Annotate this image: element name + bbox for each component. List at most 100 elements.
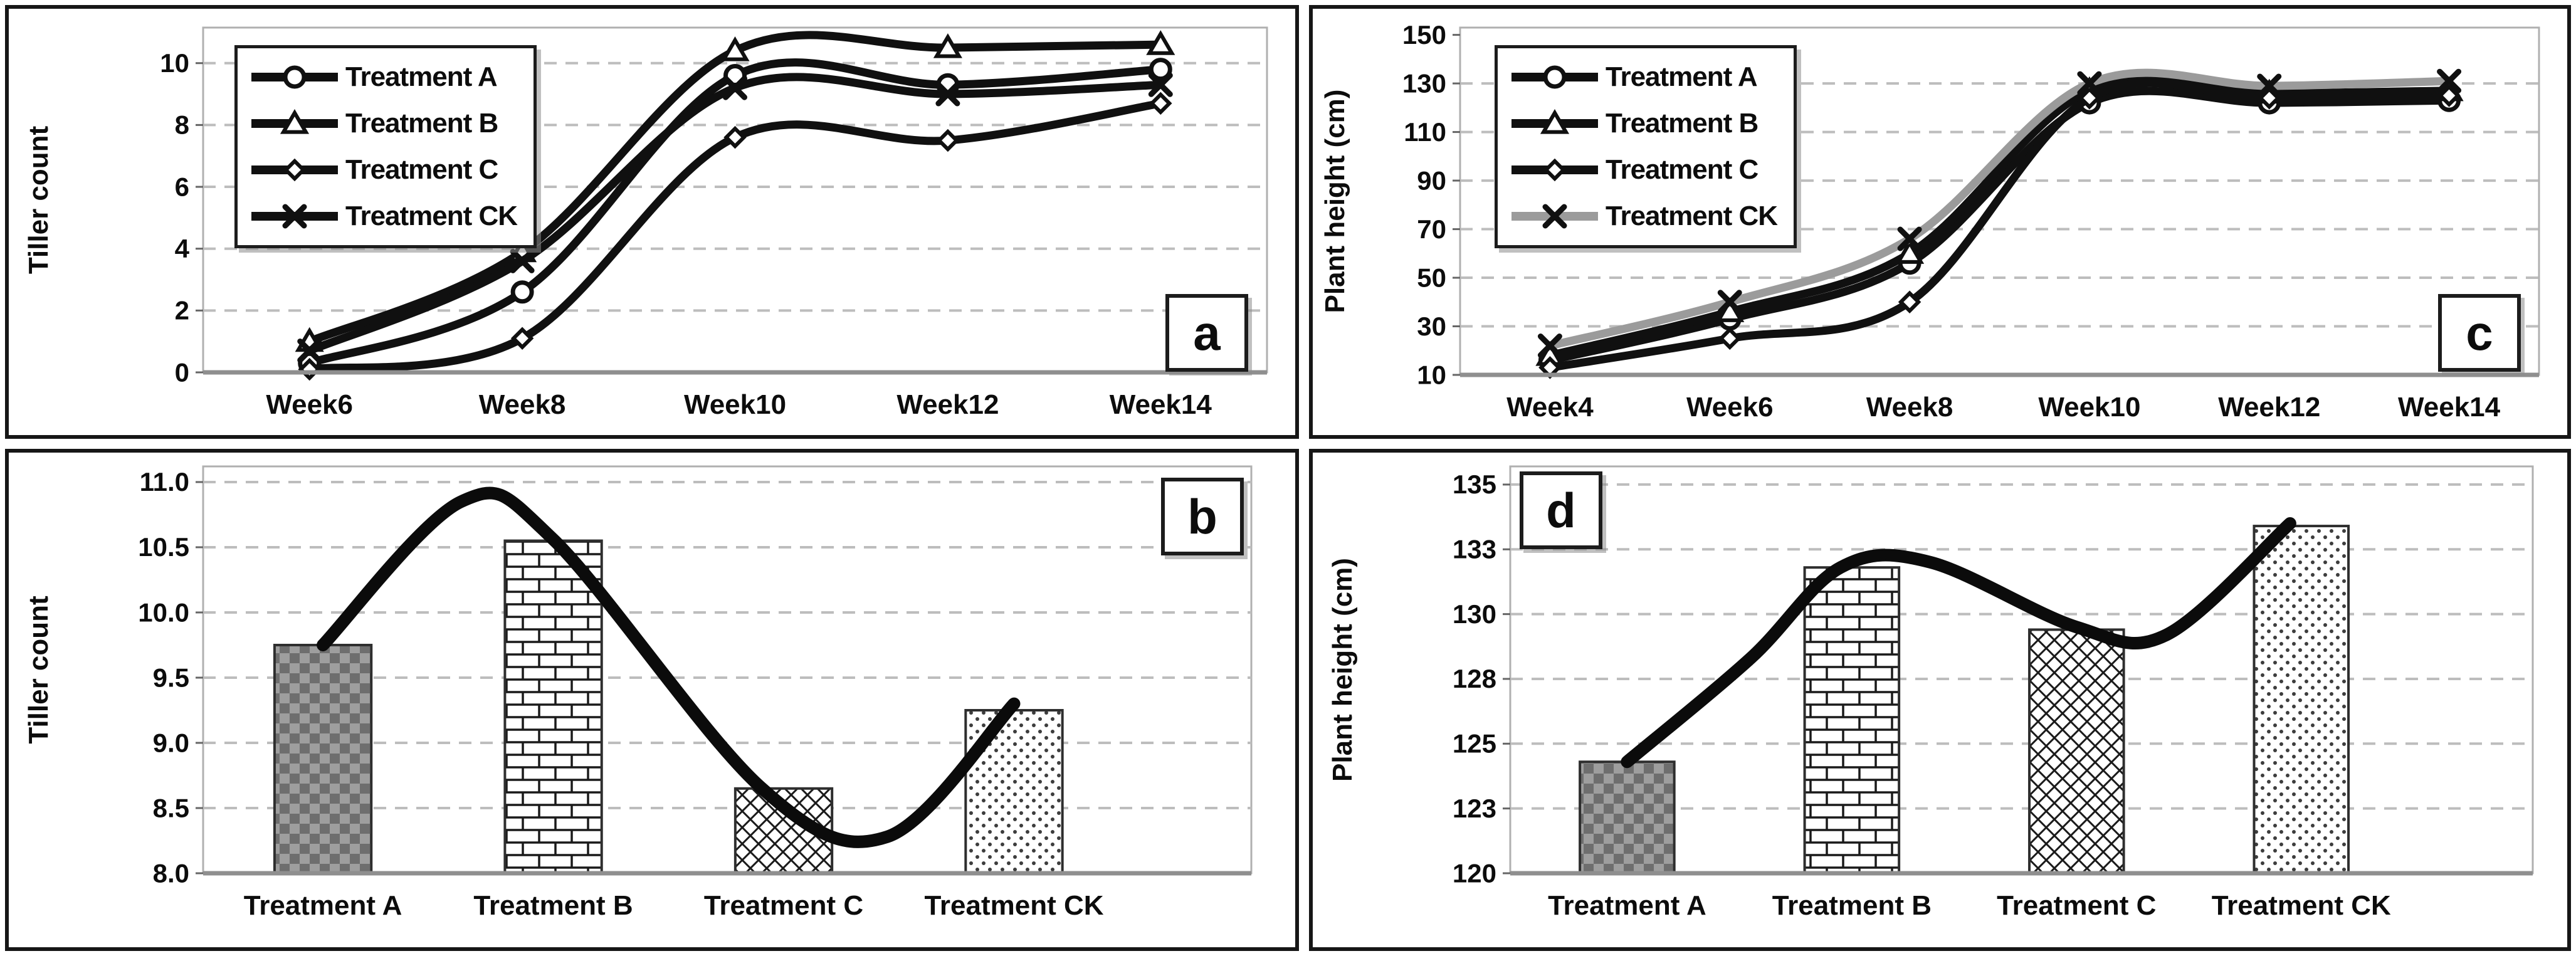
y-tick-label: 2 bbox=[175, 296, 189, 325]
y-axis-title: Plant height (cm) bbox=[1320, 90, 1350, 313]
legend-label: Treatment CK bbox=[345, 201, 518, 231]
y-tick-label: 9.0 bbox=[153, 728, 189, 757]
diamond-marker bbox=[1543, 158, 1567, 182]
y-tick-label: 90 bbox=[1417, 165, 1446, 195]
triangle-legend-sample-icon bbox=[1511, 109, 1598, 134]
bar-treatment-a bbox=[273, 643, 373, 875]
circle-marker bbox=[283, 65, 307, 89]
x-category-label: Week12 bbox=[896, 389, 999, 420]
y-tick-label: 128 bbox=[1453, 664, 1496, 693]
diamond-marker bbox=[723, 125, 747, 149]
legend-label: Treatment A bbox=[345, 61, 498, 92]
x-marker bbox=[510, 248, 535, 273]
y-axis: 0 2 4 6 8 10 bbox=[160, 48, 203, 387]
legend-item: Treatment A bbox=[1508, 55, 1777, 100]
x-category-label: Week14 bbox=[1110, 389, 1212, 420]
y-tick-label: 4 bbox=[175, 234, 190, 263]
triangle-legend-sample-icon bbox=[251, 109, 338, 134]
series-treatment-ck bbox=[297, 72, 1173, 363]
gridlines bbox=[1510, 483, 2533, 810]
y-axis-title: Plant height (cm) bbox=[1327, 558, 1358, 782]
y-tick-label: 0 bbox=[175, 357, 189, 387]
x-axis: Week6 Week8 Week10 Week12 Week14 bbox=[266, 389, 1212, 420]
y-axis-title: Tiller count bbox=[23, 596, 54, 744]
legend-label: Treatment B bbox=[1606, 108, 1759, 139]
x-category-label: Treatment C bbox=[1997, 890, 2156, 921]
y-tick-label: 6 bbox=[175, 172, 189, 201]
y-tick-label: 50 bbox=[1417, 263, 1446, 292]
y-tick-label: 70 bbox=[1417, 214, 1446, 244]
diamond-marker bbox=[936, 129, 960, 152]
triangle-marker bbox=[720, 36, 750, 61]
x-category-label: Treatment A bbox=[1548, 890, 1706, 921]
x-category-label: Week8 bbox=[479, 389, 566, 420]
panel-letter-b: b bbox=[1161, 478, 1244, 555]
gridlines bbox=[203, 480, 1251, 809]
circle-marker bbox=[510, 280, 534, 304]
y-tick-label: 8.5 bbox=[153, 793, 189, 822]
y-tick-label: 8.0 bbox=[153, 858, 189, 888]
y-tick-label: 120 bbox=[1453, 858, 1496, 888]
trend-curve bbox=[1621, 517, 2296, 769]
x-marker bbox=[1537, 334, 1562, 359]
bar-treatment-c bbox=[2028, 628, 2125, 875]
legend-item: Treatment B bbox=[248, 101, 517, 146]
bar-treatment-ck bbox=[2253, 525, 2350, 875]
y-axis-title: Tiller count bbox=[23, 125, 54, 274]
legend-item: Treatment A bbox=[248, 55, 517, 100]
x-category-label: Treatment CK bbox=[2212, 890, 2391, 921]
trend-curve bbox=[317, 486, 1021, 848]
x-category-label: Week12 bbox=[2218, 392, 2320, 423]
series-treatment-ck bbox=[1537, 68, 2462, 359]
y-tick-label: 125 bbox=[1453, 729, 1496, 759]
x-category-label: Treatment CK bbox=[924, 890, 1103, 921]
y-tick-label: 11.0 bbox=[140, 467, 189, 496]
x-marker bbox=[2257, 73, 2282, 98]
x-legend-sample-icon bbox=[251, 204, 338, 229]
x-category-label: Week10 bbox=[684, 389, 786, 420]
diamond-marker bbox=[510, 327, 534, 350]
legend-item: Treatment CK bbox=[248, 194, 518, 239]
x-legend-sample-icon bbox=[1511, 204, 1598, 229]
triangle-marker bbox=[1146, 30, 1175, 55]
triangle-marker bbox=[933, 33, 962, 58]
diamond-marker bbox=[2437, 84, 2461, 107]
diamond-marker bbox=[1149, 92, 1172, 115]
legend-item: Treatment B bbox=[1508, 101, 1777, 146]
x-category-label: Treatment B bbox=[1772, 890, 1932, 921]
legend-label: Treatment C bbox=[345, 154, 498, 185]
x-marker bbox=[1717, 290, 1742, 315]
y-tick-label: 10 bbox=[160, 48, 189, 78]
y-tick-label: 10 bbox=[1417, 360, 1446, 389]
x-category-label: Week8 bbox=[1866, 392, 1953, 423]
diamond-marker bbox=[1898, 290, 1921, 314]
x-category-label: Week4 bbox=[1506, 392, 1594, 423]
panel-letter-a: a bbox=[1165, 294, 1248, 372]
x-category-label: Week14 bbox=[2398, 392, 2501, 423]
x-category-label: Week6 bbox=[266, 389, 353, 420]
diamond-legend-sample-icon bbox=[251, 158, 338, 182]
diamond-marker bbox=[2078, 87, 2101, 110]
x-marker bbox=[297, 338, 322, 363]
y-tick-label: 130 bbox=[1402, 68, 1446, 98]
x-marker bbox=[1542, 204, 1567, 229]
bar-treatment-a bbox=[1579, 760, 1676, 875]
y-tick-label: 8 bbox=[175, 110, 189, 140]
x-marker bbox=[282, 204, 307, 229]
legend-item: Treatment C bbox=[248, 147, 517, 192]
x-category-label: Treatment C bbox=[704, 890, 863, 921]
circle-legend-sample-icon bbox=[251, 65, 338, 89]
diamond-marker bbox=[1718, 327, 1742, 350]
